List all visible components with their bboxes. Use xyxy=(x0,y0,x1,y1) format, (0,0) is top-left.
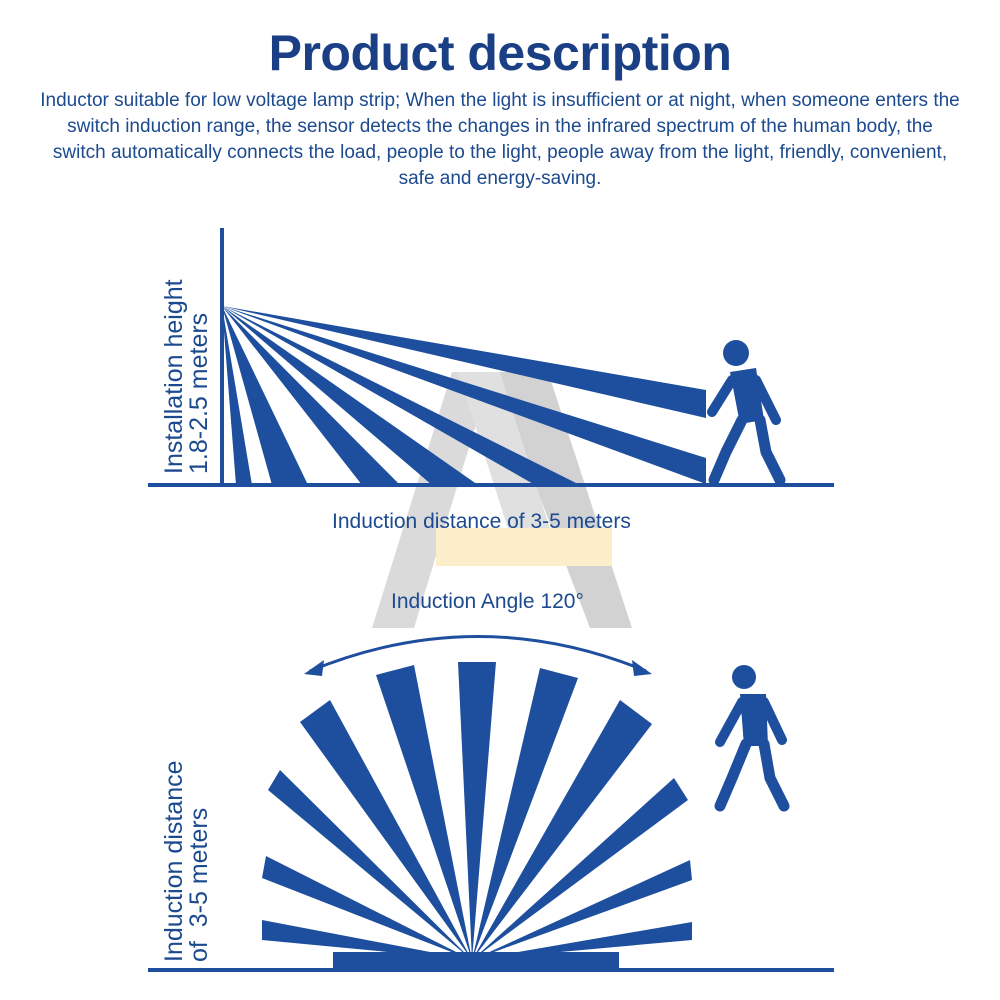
curved-double-arrow-icon xyxy=(309,635,647,673)
walking-person-icon xyxy=(707,340,786,486)
sensor-base xyxy=(333,952,619,970)
installation-height-label: Installation height 1.8-2.5 meters xyxy=(160,279,213,474)
top-view-diagram xyxy=(148,635,834,972)
side-view-diagram xyxy=(148,228,834,487)
page-title: Product description xyxy=(268,25,732,81)
walking-person-icon-top xyxy=(714,665,790,812)
side-detection-beams xyxy=(222,306,706,485)
top-distance-label: Induction distance of 3-5 meters xyxy=(160,760,213,962)
fan-detection-beams xyxy=(262,662,692,960)
side-distance-label: Induction distance of 3-5 meters xyxy=(332,510,631,533)
product-description-text: Inductor suitable for low voltage lamp s… xyxy=(40,90,960,189)
induction-angle-label: Induction Angle 120° xyxy=(391,590,584,613)
